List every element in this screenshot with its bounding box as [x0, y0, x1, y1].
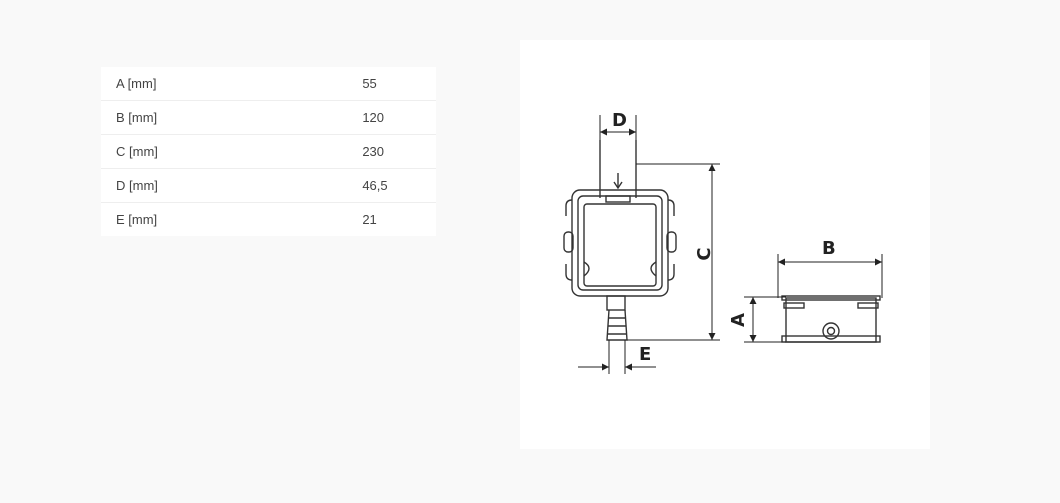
dimension-label: A [mm] — [101, 67, 363, 101]
dimension-value: 55 — [362, 67, 436, 101]
dimension-d-label: D — [612, 110, 627, 131]
dimension-label: B [mm] — [101, 100, 363, 135]
dimension-label: D [mm] — [101, 168, 363, 203]
dimension-value: 120 — [362, 100, 436, 135]
dimension-value: 230 — [362, 134, 436, 169]
dimension-label: E [mm] — [116, 212, 158, 227]
outlet-stub — [606, 295, 626, 311]
technical-drawing: D C E — [520, 40, 930, 449]
dimension-a — [744, 296, 786, 343]
flow-arrow-head — [613, 181, 623, 190]
dimension-value: 21 — [362, 212, 377, 227]
side-view-port — [822, 322, 840, 340]
dimension-e — [578, 340, 656, 374]
front-view-inner-frame — [577, 195, 663, 291]
side-view-base — [781, 335, 881, 343]
mounting-ear-left — [563, 231, 574, 253]
dimension-d — [599, 115, 637, 140]
corner-clip — [667, 264, 675, 281]
dimension-a-label: A — [728, 313, 749, 327]
side-view-flange — [783, 302, 805, 309]
dimension-b-label: B — [822, 238, 836, 259]
dimension-value: 46,5 — [362, 168, 436, 203]
front-view — [563, 140, 677, 341]
side-view-lid — [781, 295, 881, 301]
corner-clip — [565, 264, 573, 281]
table-row: A [mm] 55 — [101, 67, 436, 101]
cover-notch — [583, 261, 590, 277]
front-cover — [583, 203, 657, 287]
cable-gland — [606, 309, 628, 341]
dimension-b — [777, 254, 883, 298]
side-view-port-core — [826, 326, 836, 336]
corner-clip — [667, 199, 675, 216]
cover-notch — [650, 261, 657, 277]
front-view-outer-frame — [571, 189, 669, 297]
table-row: B [mm] 120 — [101, 100, 436, 135]
side-view-flange — [857, 302, 879, 309]
table-row: E [mm] 21 — [101, 203, 436, 237]
table-row: D [mm] 46,5 — [101, 168, 436, 203]
dimensions-table: A [mm] 55 B [mm] 120 C [mm] 230 D [mm] 4… — [101, 67, 436, 236]
side-view — [781, 295, 881, 343]
dimension-c — [627, 163, 720, 341]
corner-clip — [565, 199, 573, 216]
dimension-e-label: E — [639, 344, 651, 365]
mounting-ear-right — [666, 231, 677, 253]
dimension-c-label: C — [694, 247, 715, 260]
drawing-canvas: D C E — [563, 110, 883, 374]
inlet-collar — [605, 195, 631, 203]
dimension-label: C [mm] — [101, 134, 363, 169]
table-row: C [mm] 230 — [101, 134, 436, 169]
